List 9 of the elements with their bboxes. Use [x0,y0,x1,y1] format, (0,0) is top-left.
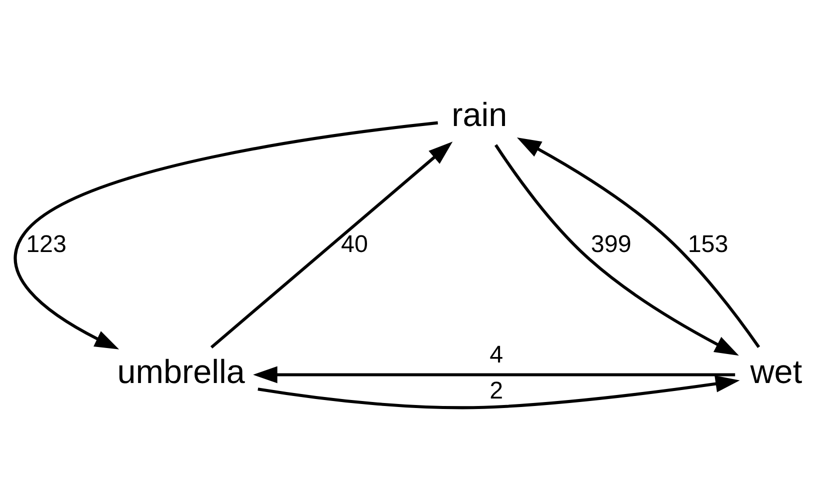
edge-label: 40 [340,230,368,258]
node-text: rain [452,96,508,134]
edge-label: 2 [490,377,504,404]
node-text: umbrella [117,354,245,391]
edge-label: 399 [590,230,632,258]
edge-label: 4 [490,340,504,368]
node-text: wet [750,354,802,391]
edge-label: 153 [688,230,728,258]
edge-label: 123 [26,230,67,258]
